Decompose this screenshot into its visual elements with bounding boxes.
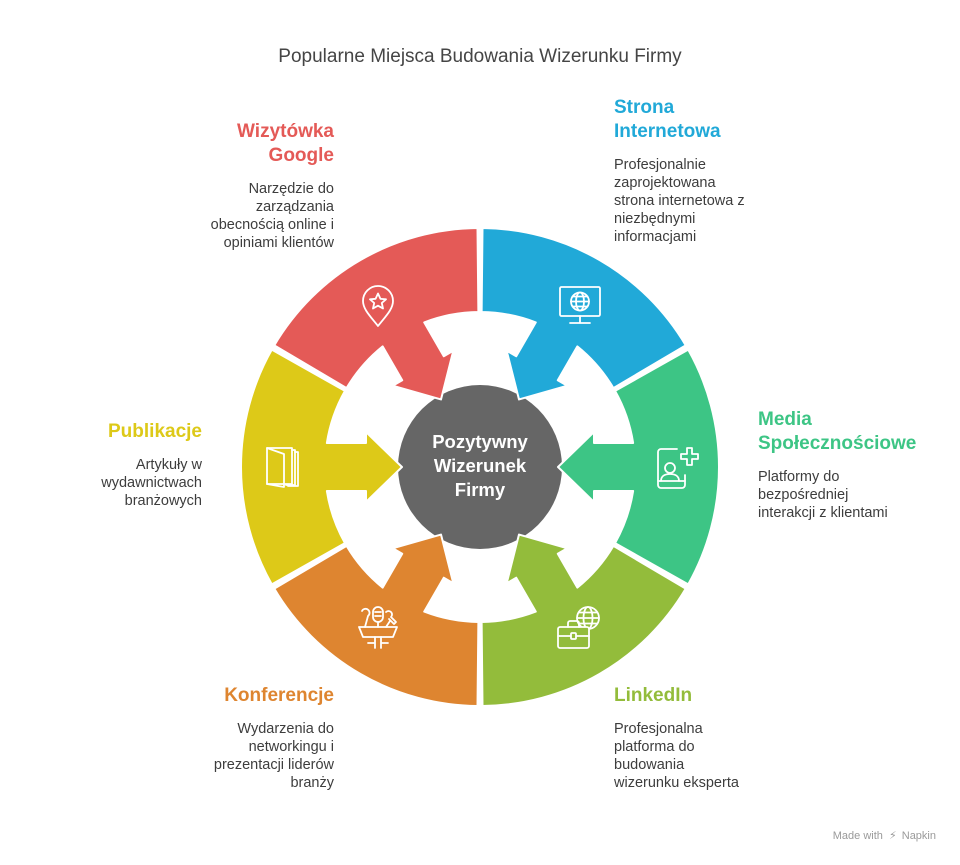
description-line: informacjami: [614, 229, 697, 245]
description-line: bezpośredniej: [758, 487, 849, 503]
description-line: platforma do: [614, 739, 695, 755]
center-label-line: Wizerunek: [433, 455, 527, 476]
description-line: networkingu i: [248, 739, 334, 755]
segment-title: Media Społecznościowe: [758, 408, 916, 456]
briefcase-globe-icon: [557, 606, 600, 649]
segment-title: Publikacje: [101, 420, 202, 444]
podium-microphones-icon: [358, 606, 398, 649]
segment-title: Wizytówka Google: [211, 120, 334, 168]
segment-description: Wydarzenia do networkingu i prezentacji …: [214, 720, 334, 792]
napkin-logo-icon: ⚡: [888, 830, 897, 842]
segment-conferences: [273, 533, 480, 707]
map-pin-star-icon: [362, 285, 394, 327]
diagram-title: Popularne Miejsca Budowania Wizerunku Fi…: [278, 46, 682, 67]
segment-description: Artykuły w wydawnictwach branżowych: [101, 456, 202, 510]
segment-social: [557, 348, 721, 586]
title-line: Konferencje: [224, 685, 334, 706]
description-line: wydawnictwach: [101, 475, 202, 491]
center-label: Pozytywny Wizerunek Firmy: [400, 430, 560, 502]
center-label-line: Firmy: [454, 479, 506, 500]
segment-description: Profesjonalnie zaprojektowana strona int…: [614, 156, 745, 246]
napkin-footer: Made with ⚡ Napkin: [833, 829, 936, 842]
description-line: wizerunku eksperta: [614, 775, 739, 791]
description-line: Narzędzie do: [248, 181, 334, 197]
description-line: zarządzania: [255, 199, 334, 215]
segment-description: Profesjonalna platforma do budowania wiz…: [614, 720, 739, 792]
description-line: budowania: [614, 757, 685, 773]
description-line: opiniami klientów: [223, 235, 334, 251]
description-line: interakcji z klientami: [758, 505, 888, 521]
title-line: Google: [268, 145, 334, 166]
segment-title: Konferencje: [214, 684, 334, 708]
phone-user-add-icon: [657, 447, 699, 489]
description-line: Profesjonalna: [614, 721, 703, 737]
segment-label-publications: Publikacje Artykuły w wydawnictwach bran…: [101, 420, 202, 510]
monitor-globe-icon: [559, 286, 601, 324]
title-line: Publikacje: [108, 421, 202, 442]
description-line: Wydarzenia do: [237, 721, 334, 737]
segment-label-website: Strona Internetowa Profesjonalnie zaproj…: [614, 96, 745, 246]
description-line: Platformy do: [758, 469, 840, 485]
title-line: Internetowa: [614, 121, 721, 142]
description-line: branżowych: [124, 493, 202, 509]
title-line: Strona: [614, 97, 675, 118]
napkin-brand-text: Napkin: [901, 830, 936, 842]
segment-label-social: Media Społecznościowe Platformy do bezpo…: [758, 408, 916, 522]
center-label-line: Pozytywny: [432, 431, 528, 452]
segment-description: Narzędzie do zarządzania obecnością onli…: [211, 180, 334, 252]
segment-label-conferences: Konferencje Wydarzenia do networkingu i …: [214, 684, 334, 792]
segment-title: Strona Internetowa: [614, 96, 745, 144]
description-line: branży: [290, 775, 334, 791]
segment-publications: [239, 348, 403, 586]
description-line: Profesjonalnie: [614, 157, 706, 173]
book-icon: [266, 447, 299, 488]
description-line: prezentacji liderów: [213, 757, 334, 773]
made-with-text: Made with: [832, 830, 883, 842]
title-line: Społecznościowe: [758, 433, 917, 454]
center-circle: [398, 385, 562, 549]
segment-description: Platformy do bezpośredniej interakcji z …: [758, 468, 916, 522]
title-line: LinkedIn: [614, 685, 693, 706]
description-line: niezbędnymi: [614, 211, 696, 227]
segment-google: [273, 227, 480, 401]
description-line: strona internetowa z: [614, 193, 745, 209]
segment-website: [480, 227, 687, 401]
description-line: Artykuły w: [135, 457, 202, 473]
segment-title: LinkedIn: [614, 684, 739, 708]
title-line: Media: [758, 409, 812, 430]
segment-label-google: Wizytówka Google Narzędzie do zarządzani…: [211, 120, 334, 252]
description-line: obecnością online i: [210, 217, 334, 233]
segment-label-linkedin: LinkedIn Profesjonalna platforma do budo…: [614, 684, 739, 792]
description-line: zaprojektowana: [614, 175, 716, 191]
title-line: Wizytówka: [237, 121, 334, 142]
